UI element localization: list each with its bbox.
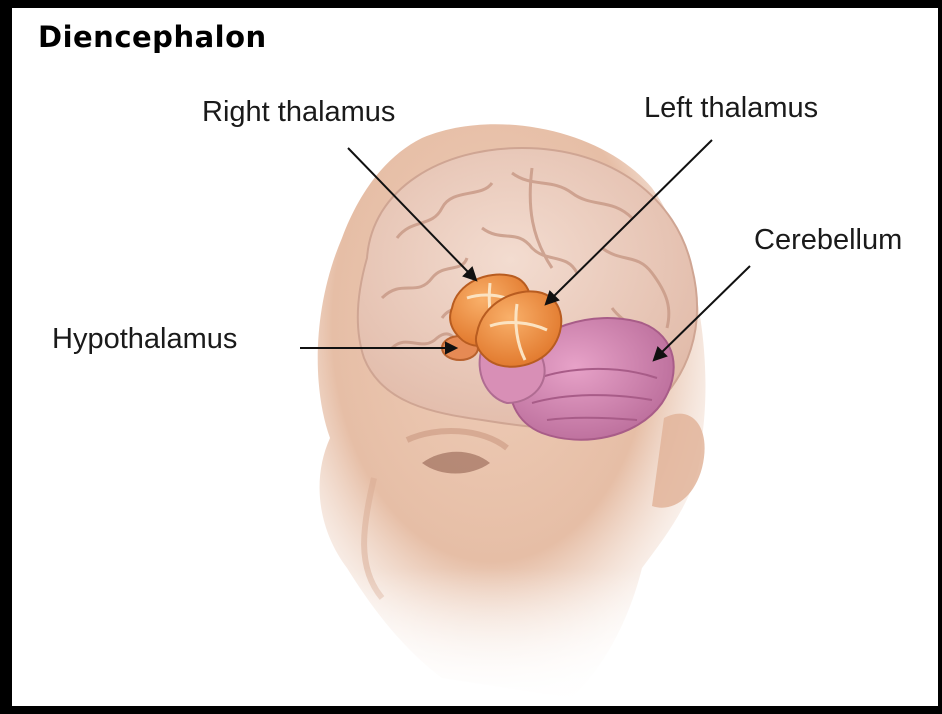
- label-hypothalamus: Hypothalamus: [52, 323, 237, 356]
- label-cerebellum: Cerebellum: [754, 224, 902, 257]
- diagram-title: Diencephalon: [38, 20, 267, 54]
- diagram-canvas: Diencephalon Right thalamus Left thalamu…: [12, 8, 938, 706]
- label-right-thalamus: Right thalamus: [202, 96, 395, 129]
- label-left-thalamus: Left thalamus: [644, 92, 818, 125]
